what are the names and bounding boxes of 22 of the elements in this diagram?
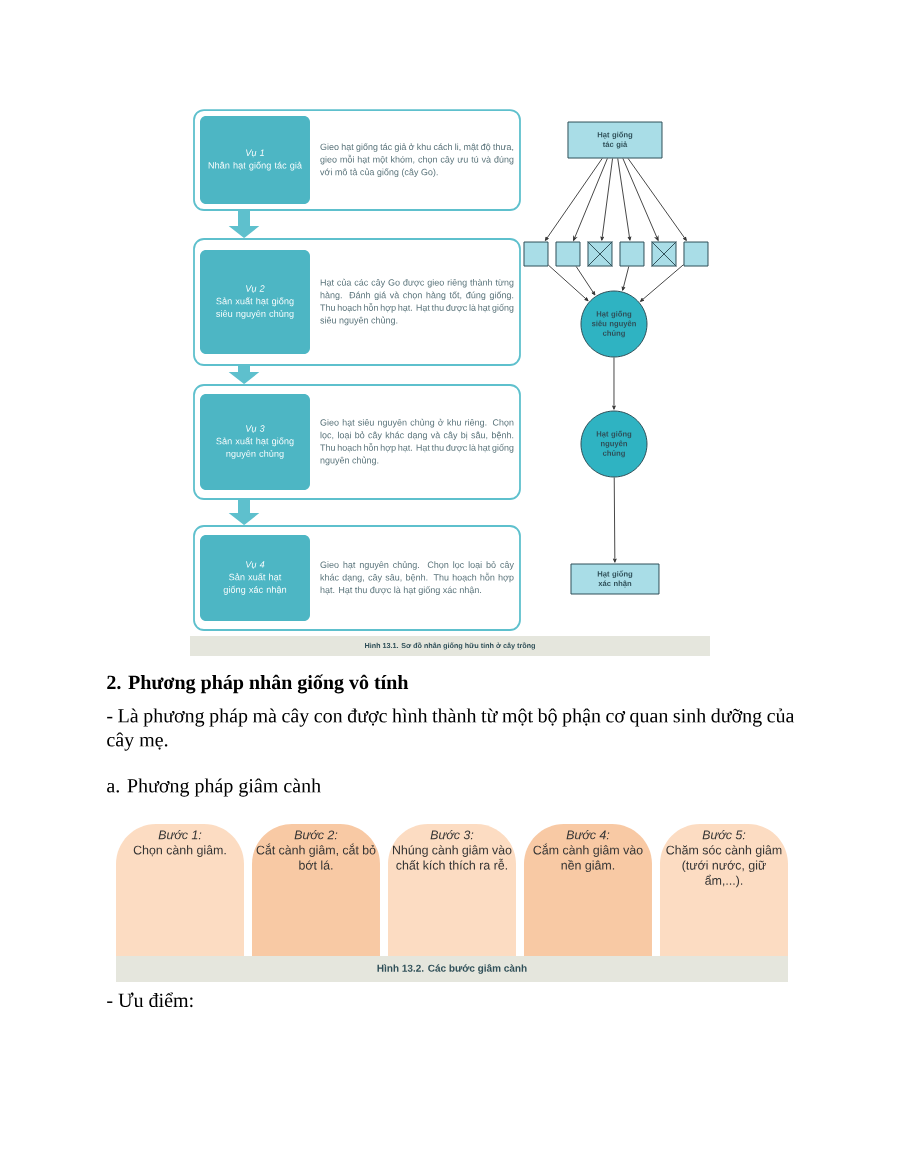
plant-square (683, 241, 709, 267)
arrow (548, 264, 589, 302)
arrow (617, 158, 632, 241)
plant-square (555, 241, 581, 267)
heading: 2. Phương pháp nhân giống vô tính (107, 674, 409, 694)
arrow (627, 158, 687, 241)
plant-square (651, 241, 677, 267)
plant-square (587, 241, 613, 267)
arrow (622, 158, 659, 241)
arrow (600, 158, 613, 241)
arrow (544, 158, 603, 241)
paragraph: - Là phương pháp mà cây con được hình thành từ một bộ phận cơ quan sinh dưỡng của cây mẹ. (107, 708, 795, 751)
arrow (613, 477, 617, 563)
plant-square (619, 241, 645, 267)
paragraph: - Ưu điểm: (107, 992, 193, 1008)
arrow (639, 264, 684, 302)
arrow (612, 357, 616, 410)
paragraph: a. Phương pháp giâm cành (107, 778, 321, 797)
arrow (575, 266, 596, 296)
plant-square (523, 241, 549, 267)
arrow (621, 266, 630, 291)
arrow (573, 158, 608, 241)
